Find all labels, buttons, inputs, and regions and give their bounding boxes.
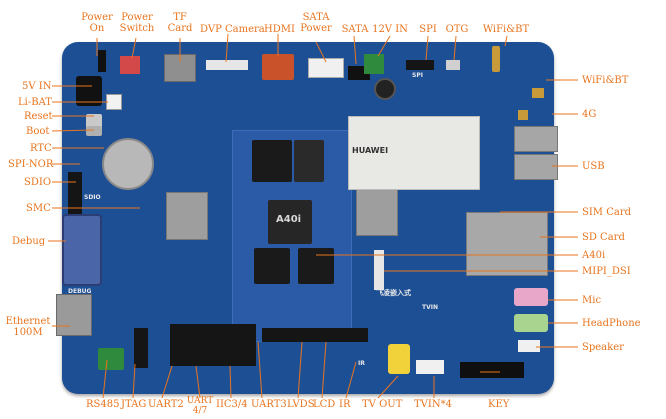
label-uart3: UART3 [251, 399, 287, 410]
label-lcd: LCD [313, 399, 336, 410]
label-headphone: HeadPhone [582, 318, 641, 329]
brand-silk: 飞凌嵌入式 [376, 289, 411, 297]
label-mipi-dsi: MIPI_DSI [582, 266, 631, 277]
spi-header [406, 60, 434, 70]
memory-chip-1 [294, 140, 324, 182]
label-speaker: Speaker [582, 342, 624, 353]
uart-header-bank [170, 324, 256, 366]
label-ir: IR [339, 399, 351, 410]
capacitor-large [374, 78, 396, 100]
cpu-chip [252, 140, 292, 182]
label-boot: Boot [26, 126, 50, 137]
sim-slot-right [356, 188, 398, 236]
pcb-board: SDIO DEBUG SPI A40i 飞凌嵌入式 HUAWEI [56, 42, 558, 394]
label-mic: Mic [582, 295, 602, 306]
tvin-silk: TVIN [422, 304, 438, 311]
wifi-antenna-right [532, 88, 544, 98]
label-usb: USB [582, 161, 605, 172]
label-sata-power: SATA Power [300, 12, 332, 34]
label-tf-card: TF Card [167, 12, 193, 34]
label-rtc: RTC [30, 143, 52, 154]
debug-silk: DEBUG [68, 288, 92, 295]
label-jtag: JTAG [121, 399, 147, 410]
label-sata: SATA [341, 24, 369, 35]
label-hdmi: HDMI [264, 24, 295, 35]
label-spi-nor: SPI-NOR [8, 159, 54, 170]
dc-jack-5v [76, 76, 102, 106]
key-buttons [460, 362, 524, 378]
label-uart2: UART2 [148, 399, 184, 410]
label-dvp-camera: DVP Camera [200, 24, 265, 35]
label-smc: SMC [26, 203, 51, 214]
soc-a40i [268, 200, 312, 244]
label-uart47: UART 4/7 [186, 396, 214, 416]
label-rs485: RS485 [86, 399, 120, 410]
label-tvin4: TVIN*4 [414, 399, 452, 410]
sd-card-slot [466, 212, 548, 276]
label-spi: SPI [419, 24, 437, 35]
label-debug: Debug [12, 236, 46, 247]
ethernet-jack [56, 294, 92, 336]
usb-port-1 [514, 126, 558, 152]
label-key: KEY [488, 399, 510, 410]
label-sdio: SDIO [24, 177, 52, 188]
mipi-connector [374, 250, 384, 290]
label-power-on: Power On [81, 12, 113, 34]
label-lvds: LVDS [287, 399, 315, 410]
label-4g: 4G [582, 109, 597, 120]
power-on-led [98, 50, 106, 72]
sdio-silk: SDIO [84, 194, 101, 201]
boot-button [86, 126, 102, 136]
rs485-terminal [98, 348, 124, 370]
sata-power-connector [308, 58, 344, 78]
mic-jack [514, 288, 548, 306]
label-wifi-bt-top: WiFi&BT [482, 24, 530, 35]
otg-connector [446, 60, 460, 70]
label-12v-in: 12V IN [372, 24, 408, 35]
label-sd-card: SD Card [582, 232, 625, 243]
memory-chip-2 [254, 248, 290, 284]
soc-marking: A40i [276, 214, 302, 225]
label-ethernet: Ethernet 100M [5, 316, 51, 338]
rtc-battery [102, 138, 154, 190]
spi-silk: SPI [412, 72, 423, 79]
4g-module-mark: HUAWEI [352, 146, 389, 155]
lvds-lcd-header [262, 328, 368, 342]
label-sim-card: SIM Card [582, 207, 632, 218]
4g-module [348, 116, 480, 190]
label-a40i: A40i [582, 250, 606, 261]
wifi-antenna-top [492, 46, 500, 72]
db9-connector [62, 214, 102, 286]
sim-slot-left [166, 192, 208, 240]
label-power-switch: Power Switch [119, 12, 155, 34]
label-wifi-bt-right: WiFi&BT [582, 75, 629, 86]
label-tv-out: TV OUT [362, 399, 403, 410]
4g-antenna-connector [518, 110, 528, 120]
dvp-camera-connector [206, 60, 248, 70]
power-switch [120, 56, 140, 74]
dc-jack-12v [364, 54, 384, 74]
hdmi-connector [262, 54, 294, 80]
tv-out-jack [388, 344, 410, 374]
tvin-header [416, 360, 444, 374]
memory-chip-3 [298, 248, 334, 284]
usb-port-2 [514, 154, 558, 180]
headphone-jack [514, 314, 548, 332]
label-5v-in: 5V IN [22, 81, 52, 92]
ir-silk: IR [358, 360, 365, 367]
label-reset: Reset [24, 111, 53, 122]
jtag-header [134, 328, 148, 368]
label-otg: OTG [445, 24, 469, 35]
speaker-connector [518, 340, 540, 352]
label-iic34: IIC3/4 [216, 399, 248, 410]
label-li-bat: Li-BAT [18, 97, 52, 108]
